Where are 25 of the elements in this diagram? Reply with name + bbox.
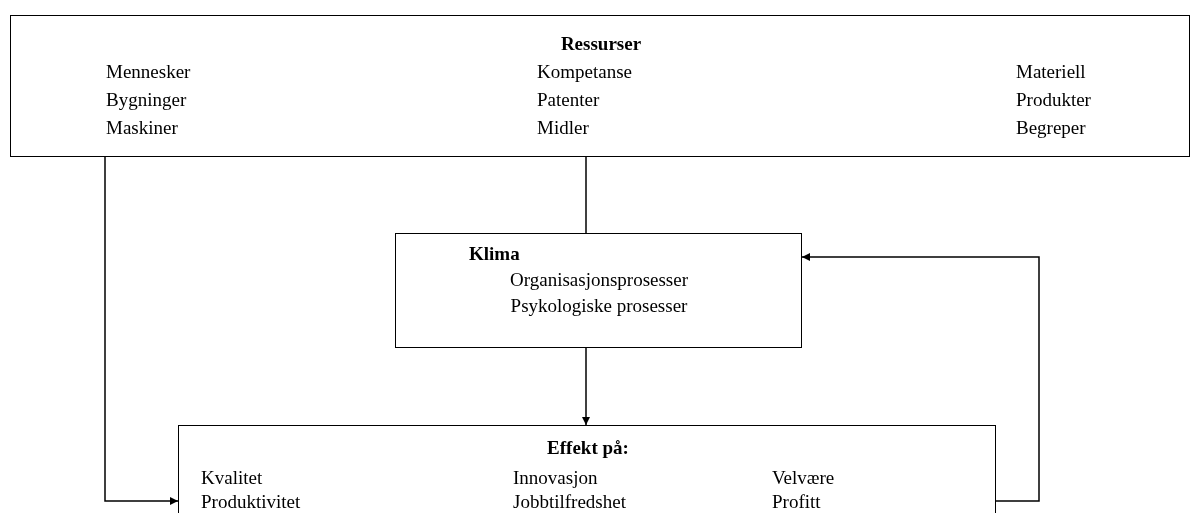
box-heading: Ressurser xyxy=(560,32,642,56)
arrow xyxy=(801,253,1040,502)
box-item: Begreper xyxy=(1016,116,1086,140)
box-item: Produktivitet xyxy=(201,490,301,513)
box-item: Midler xyxy=(537,116,589,140)
box-item: Profitt xyxy=(772,490,821,513)
box-item: Organisasjonsprosesser xyxy=(510,268,688,292)
box-item: Patenter xyxy=(537,88,600,112)
box-item: Materiell xyxy=(1016,60,1086,84)
box-item: Innovasjon xyxy=(513,466,598,490)
arrow xyxy=(582,347,590,426)
box-item: Maskiner xyxy=(106,116,178,140)
arrow xyxy=(104,156,179,505)
box-heading: Effekt på: xyxy=(547,436,629,460)
box-item: Psykologiske prosesser xyxy=(510,294,688,318)
box-item: Jobbtilfredshet xyxy=(513,490,626,513)
process-box xyxy=(10,15,1190,157)
box-heading: Klima xyxy=(469,242,520,266)
box-item: Mennesker xyxy=(106,60,191,84)
process-box xyxy=(395,233,802,348)
box-item: Kvalitet xyxy=(201,466,263,490)
box-item: Velvære xyxy=(772,466,835,490)
box-item: Kompetanse xyxy=(537,60,632,84)
box-item: Bygninger xyxy=(106,88,187,112)
box-item: Produkter xyxy=(1016,88,1091,112)
